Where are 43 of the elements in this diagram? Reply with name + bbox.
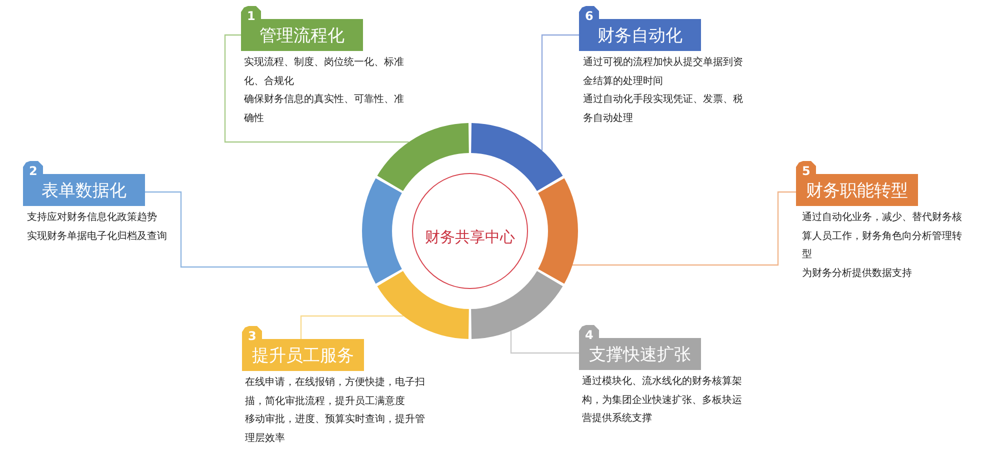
step-number: 5 — [802, 165, 810, 177]
description-text: 通过模块化、流水线化的财务核算架构，为集团企业快速扩张、多板块运营提供系统支撑 — [582, 374, 743, 426]
banner-title: 财务职能转型 — [806, 182, 908, 200]
step-number: 1 — [247, 10, 256, 22]
step-number: 4 — [585, 329, 594, 341]
center-label: 财务共享中心 — [425, 228, 515, 246]
ring-segment — [377, 123, 469, 192]
ring-segment — [471, 270, 563, 339]
description-text: 支持应对财务信息化政策趋势 — [27, 210, 157, 225]
description-text: 通过可视的流程加快从提交单据到资金结算的处理时间 — [583, 56, 744, 88]
description-text: 通过自动化业务，减少、替代财务核算人员工作，财务角色向分析管理转型 — [802, 210, 963, 262]
description-text: 在线申请，在线报销，方便快捷，电子扫描，简化审批流程，提升员工满意度 — [245, 376, 426, 408]
description-text: 确保财务信息的真实性、可靠性、准确性 — [244, 92, 405, 126]
leader-line — [300, 315, 404, 339]
ring-segment — [377, 270, 469, 339]
banner-title: 财务自动化 — [598, 26, 682, 46]
title-banner — [579, 325, 701, 370]
leader-line — [224, 34, 409, 143]
ring-segment — [471, 123, 563, 192]
step-number: 2 — [29, 165, 38, 177]
leader-line — [572, 191, 796, 266]
banner-title: 表单数据化 — [42, 182, 126, 200]
leader-line — [510, 330, 579, 354]
description-text: 为财务分析提供数据支持 — [802, 266, 912, 280]
title-banner — [23, 161, 145, 206]
description-text: 通过自动化手段实现凭证、发票、税务自动处理 — [583, 92, 744, 126]
leader-line — [541, 34, 579, 150]
title-banner — [796, 161, 918, 206]
title-banner — [241, 6, 363, 51]
step-number: 3 — [248, 330, 256, 342]
title-banner — [579, 6, 701, 51]
banner-title: 提升员工服务 — [252, 346, 354, 366]
step-number: 6 — [585, 10, 594, 22]
description-text: 实现财务单据电子化归档及查询 — [27, 230, 167, 244]
banner-title: 管理流程化 — [260, 26, 344, 46]
description-text: 实现流程、制度、岗位统一化、标准化、合规化 — [244, 56, 405, 88]
description-text: 移动审批，进度、预算实时查询，提升管理层效率 — [245, 412, 426, 446]
center-circle — [412, 173, 528, 289]
ring-segment — [538, 178, 578, 284]
title-banner — [242, 326, 364, 371]
ring-segment — [362, 178, 402, 284]
leader-line — [145, 191, 368, 268]
banner-title: 支撑快速扩张 — [589, 346, 691, 364]
